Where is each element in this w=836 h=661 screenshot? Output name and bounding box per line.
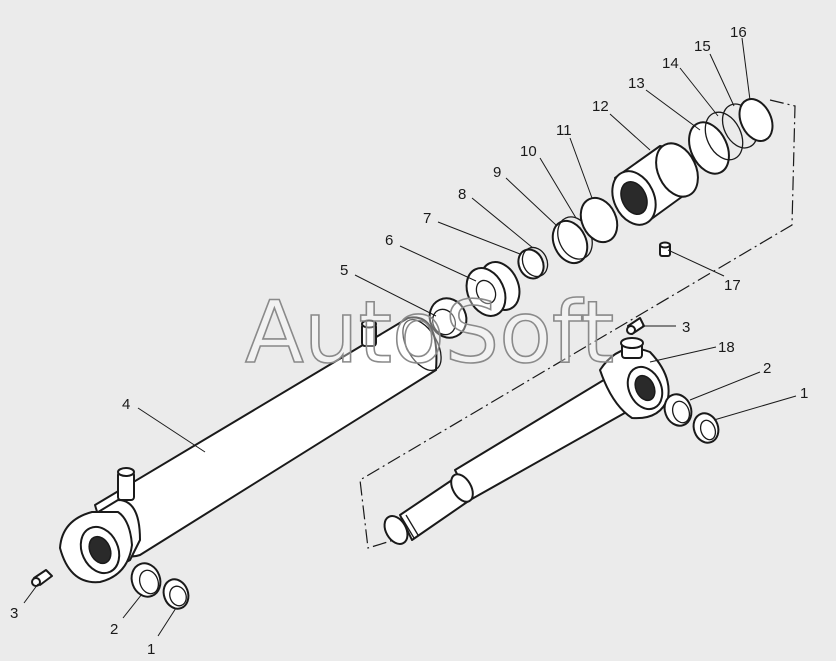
- o-ring-11: [579, 196, 619, 244]
- callout-1-left: 1: [147, 641, 155, 658]
- assembly-axis: [359, 99, 796, 549]
- callout-12: 12: [592, 98, 609, 115]
- callout-11: 11: [556, 122, 572, 139]
- ring-16: [738, 98, 774, 142]
- callout-3-right: 3: [682, 319, 690, 336]
- ring-14: [704, 111, 744, 161]
- leader-lines: [23, 37, 797, 637]
- seal-ring-8: [521, 246, 549, 278]
- callout-17: 17: [724, 277, 741, 294]
- bushing-left: [130, 562, 162, 598]
- piston-rod: [383, 337, 670, 545]
- nut-5: [428, 297, 468, 339]
- grease-nipple-left: [31, 569, 53, 587]
- bushing-right: [663, 393, 693, 427]
- callouts: 4 3 2 1 5 6 7 8 9 10 11 12 13 14 15 16 1…: [10, 24, 808, 658]
- callout-14: 14: [662, 55, 679, 72]
- ring-right: [692, 412, 720, 444]
- callout-9: 9: [493, 164, 501, 181]
- callout-18: 18: [718, 339, 735, 356]
- piston-12: [611, 142, 699, 226]
- ring-left: [162, 578, 190, 610]
- callout-1-right: 1: [800, 385, 808, 402]
- callout-16: 16: [730, 24, 747, 41]
- cylinder-barrel: [59, 316, 442, 584]
- callout-13: 13: [628, 75, 645, 92]
- callout-3-left: 3: [10, 605, 18, 622]
- seal-13: [688, 121, 730, 175]
- callout-5: 5: [340, 262, 348, 279]
- callout-2-right: 2: [763, 360, 771, 377]
- callout-15: 15: [694, 38, 711, 55]
- grease-nipple-right: [626, 317, 645, 335]
- callout-10: 10: [520, 143, 537, 160]
- callout-6: 6: [385, 232, 393, 249]
- flange-6: [465, 261, 521, 317]
- plug-17: [659, 241, 671, 257]
- callout-8: 8: [458, 186, 466, 203]
- callout-7: 7: [423, 210, 431, 227]
- watermark-logo: AutoSoft: [245, 283, 614, 383]
- callout-4: 4: [122, 396, 130, 413]
- callout-2-left: 2: [110, 621, 118, 638]
- seal-ring-7: [517, 248, 545, 280]
